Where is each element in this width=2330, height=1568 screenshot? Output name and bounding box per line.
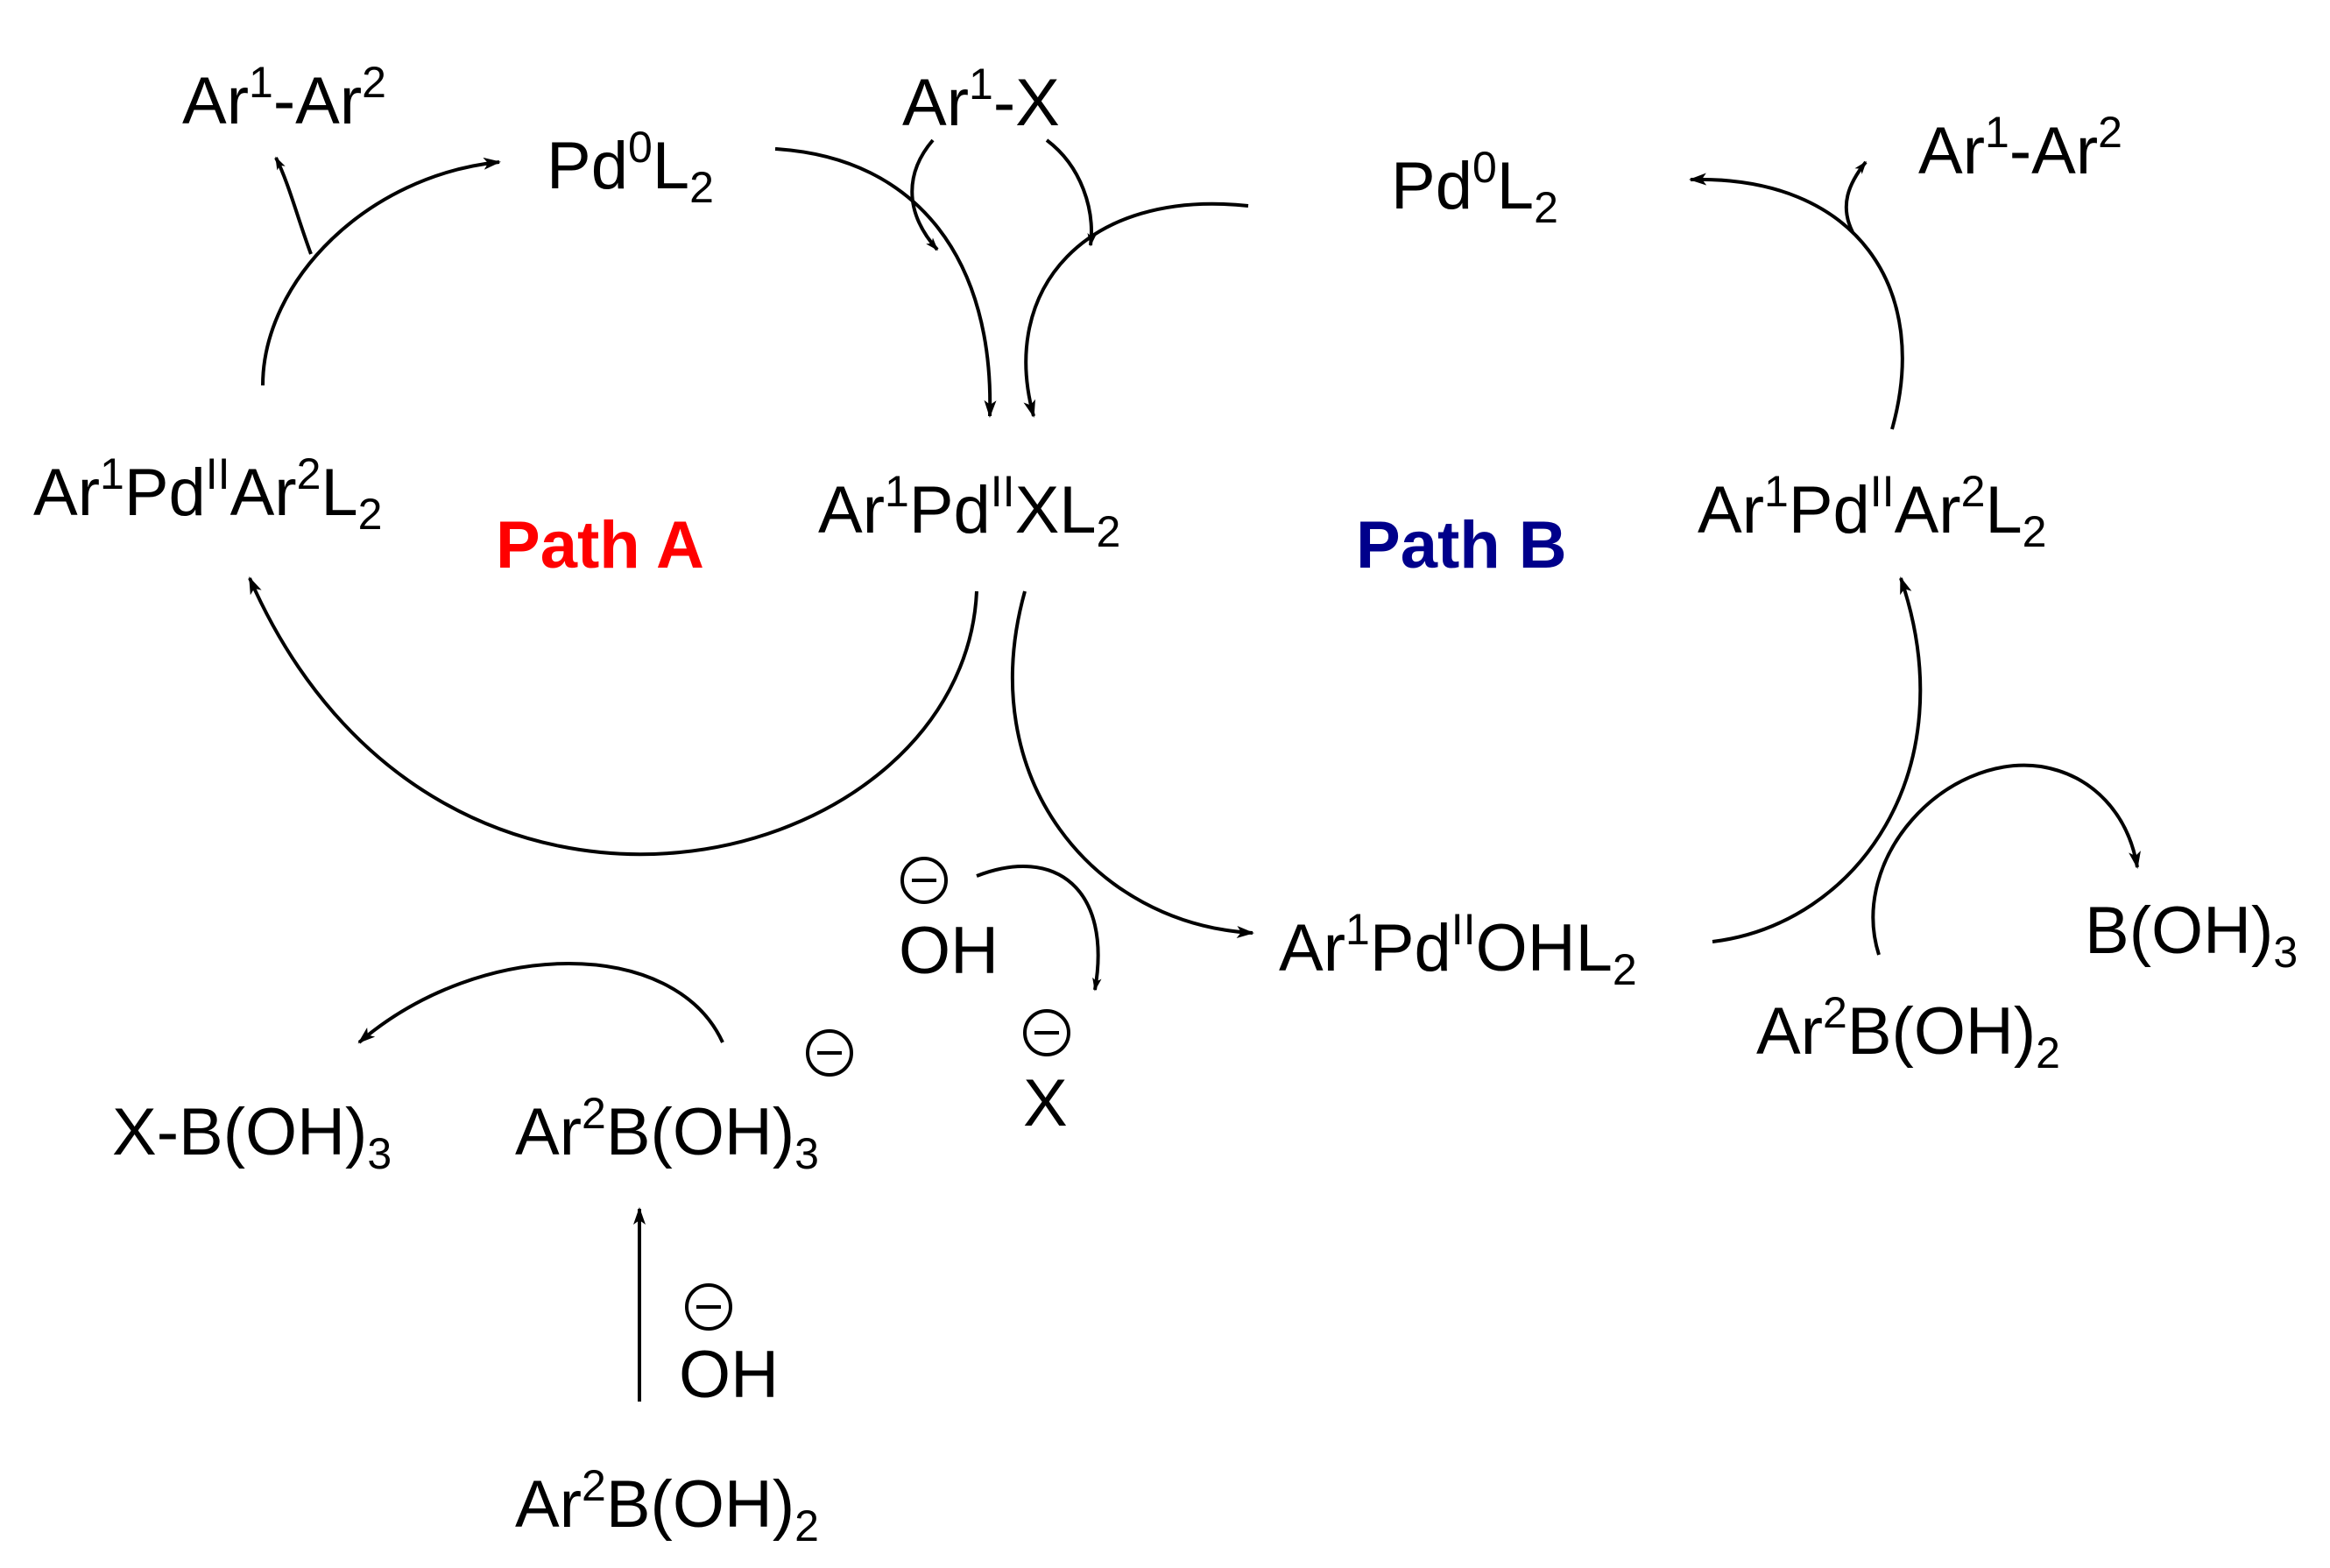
negative-charge-icon xyxy=(1023,1009,1070,1056)
transmetalation-arrow-a xyxy=(248,576,978,857)
ar1x-input-arrow-b xyxy=(1045,138,1097,247)
path-b-label: Path B xyxy=(1356,508,1567,583)
ar2-boronic-acid-a: Ar2B(OH)2 xyxy=(515,1461,819,1550)
negative-charge-icon xyxy=(900,857,948,904)
oxidative-addition-arrow-a xyxy=(774,147,997,418)
ar2-borate: Ar2B(OH)3 xyxy=(515,1089,819,1178)
borate-consumption-arrow xyxy=(357,962,724,1044)
product-branch-arrow-b xyxy=(1844,160,1868,233)
ligand-exchange-arrow-b xyxy=(1010,590,1254,938)
transmetalation-arrow-b xyxy=(1712,576,1923,943)
pd0-l2-a: Pd0L2 xyxy=(547,123,714,212)
x-b-oh3-byproduct: X-B(OH)3 xyxy=(112,1095,392,1178)
ar1x-input-arrow-a xyxy=(910,138,939,251)
ar1-pd-x-complex: Ar1PdIIXL2 xyxy=(818,467,1121,556)
product-ar1-ar2-a: Ar1-Ar2 xyxy=(182,58,386,138)
ar1-pd-ar2-complex-a: Ar1PdIIAr2L2 xyxy=(33,449,383,539)
path-a-label: Path A xyxy=(496,508,704,583)
hydroxide-reagent-b: OH xyxy=(899,914,999,988)
ar1-x-reagent: Ar1-X xyxy=(902,60,1060,140)
ar1-pd-ar2-complex-b: Ar1PdIIAr2L2 xyxy=(1698,467,2047,556)
boronic-acid-consumption-arrow xyxy=(1871,763,2141,956)
product-branch-arrow-a xyxy=(274,156,313,255)
product-ar1-ar2-b: Ar1-Ar2 xyxy=(1918,108,2122,188)
reductive-elimination-arrow-a xyxy=(261,157,501,386)
b-oh3-byproduct: B(OH)3 xyxy=(2085,893,2298,977)
negative-charge-icon xyxy=(806,1029,853,1077)
hydroxide-reagent-a: OH xyxy=(679,1338,779,1412)
negative-charge-icon xyxy=(685,1283,732,1331)
pd0-l2-b: Pd0L2 xyxy=(1391,143,1558,232)
oxidative-addition-arrow-b xyxy=(1023,201,1249,418)
hydroxide-halide-exchange-arrow xyxy=(976,865,1102,992)
halide-leaving-group: X xyxy=(1023,1066,1068,1141)
ar1-pd-oh-complex: Ar1PdIIOHL2 xyxy=(1279,905,1637,994)
reductive-elimination-arrow-b xyxy=(1689,173,1904,430)
ar2-boronic-acid-b: Ar2B(OH)2 xyxy=(1756,988,2060,1077)
